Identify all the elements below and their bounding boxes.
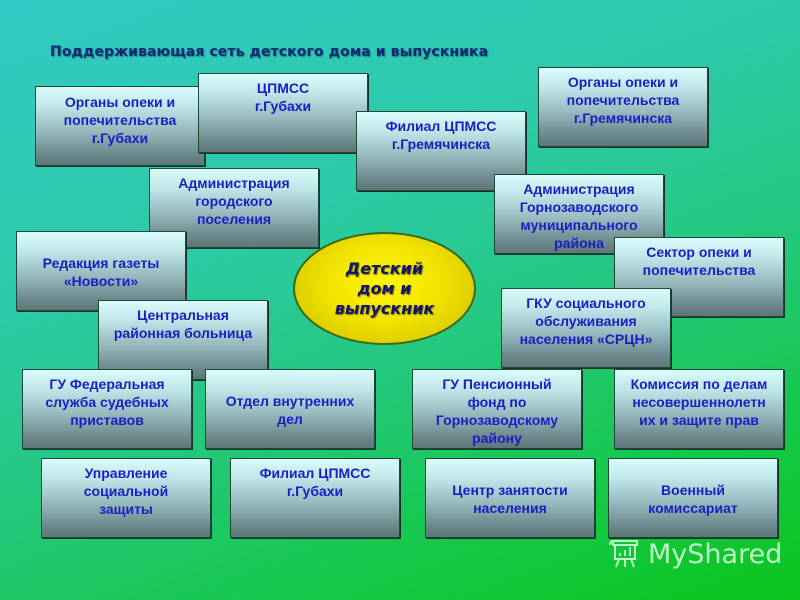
box-line: района [554, 235, 604, 251]
box-line: ЦПМСС [256, 80, 310, 96]
box-line: Военный [661, 482, 725, 498]
presentation-chart-icon [609, 540, 638, 568]
box-line: ГУ Федеральная [49, 376, 165, 392]
box-line: социальной [83, 483, 169, 499]
box-line: муниципального [520, 217, 638, 233]
box-line: комиссариат [648, 500, 738, 516]
box-line: г.Гремячинска [573, 110, 673, 126]
box-opeka-gubakha: Органы опеки и попечительства г.Губахи [35, 86, 205, 166]
box-czn: Центр занятости населения [425, 458, 595, 538]
box-bolnica: Центральная районная больница [98, 300, 268, 380]
box-line: Администрация [523, 181, 635, 197]
box-opeka-gremyachinsk: Органы опеки и попечительства г.Гремячин… [538, 67, 708, 147]
box-komissiya: Комиссия по делам несовершеннолетн их и … [614, 369, 784, 449]
box-line: защиты [99, 501, 153, 517]
box-line: Центр занятости [452, 482, 568, 498]
box-filial-cpmss-gremyachinsk: Филиал ЦПМСС г.Гремячинска [356, 111, 526, 191]
box-line: попечительства [566, 92, 680, 108]
box-line: Администрация [178, 175, 290, 191]
box-line: Горнозаводского [519, 199, 639, 215]
box-line: Сектор опеки и [646, 244, 752, 260]
box-pensionny: ГУ Пенсионный фонд по Горнозаводскому ра… [412, 369, 582, 449]
box-pristavy: ГУ Федеральная служба судебных приставов [22, 369, 192, 449]
watermark-text: MyShared [648, 538, 783, 570]
center-ellipse-childrens-home: Детский дом и выпускник [293, 232, 476, 345]
box-cpmss-gubakha: ЦПМСС г.Губахи [198, 73, 368, 153]
box-line: Центральная [137, 307, 229, 323]
box-line: ГКУ социального [526, 295, 646, 311]
box-line: поселения [196, 211, 272, 227]
box-line: Филиал ЦПМСС [385, 118, 497, 134]
box-line: городского [195, 193, 273, 209]
box-line: Комиссия по делам [630, 376, 768, 392]
box-line: г.Губахи [286, 483, 344, 499]
box-line: Отдел внутренних [225, 393, 355, 409]
box-line: г.Гремячинска [391, 136, 491, 152]
center-line: Детский [345, 258, 424, 278]
box-line: г.Губахи [91, 130, 149, 146]
box-line: фонд по [467, 394, 527, 410]
box-line: Редакция газеты [42, 255, 160, 271]
center-line: дом и [357, 278, 412, 298]
box-line: приставов [70, 412, 144, 428]
box-line: районная больница [113, 325, 253, 341]
box-line: попечительства [63, 112, 177, 128]
box-line: ГУ Пенсионный [442, 376, 552, 392]
box-voenkomat: Военный комиссариат [608, 458, 778, 538]
watermark: MyShared [608, 537, 782, 571]
box-admin-gornozavodskogo: Администрация Горнозаводского муниципаль… [494, 174, 664, 254]
box-line: «Новости» [63, 273, 139, 289]
box-ovd: Отдел внутренних дел [205, 369, 375, 449]
box-line: району [472, 430, 522, 446]
box-line: населения «СРЦН» [519, 331, 653, 347]
box-redakciya: Редакция газеты «Новости» [16, 231, 186, 311]
box-line: Органы опеки и [567, 74, 679, 90]
box-gku-srcn: ГКУ социального обслуживания населения «… [501, 288, 671, 368]
box-line: Органы опеки и [64, 94, 176, 110]
box-line: Управление [84, 465, 168, 481]
box-line: несовершеннолетн [632, 394, 766, 410]
box-line: г.Губахи [254, 98, 312, 114]
box-line: служба судебных [45, 394, 169, 410]
box-line: Филиал ЦПМСС [259, 465, 371, 481]
center-line: выпускник [334, 298, 435, 318]
box-uszn: Управление социальной защиты [41, 458, 211, 538]
box-line: дел [277, 411, 303, 427]
page-title: Поддерживающая сеть детского дома и выпу… [50, 44, 489, 60]
box-line: населения [473, 500, 547, 516]
box-line: их и защите прав [639, 412, 759, 428]
box-line: Горнозаводскому [435, 412, 559, 428]
box-line: обслуживания [535, 313, 637, 329]
box-filial-cpmss-gubakha: Филиал ЦПМСС г.Губахи [230, 458, 400, 538]
box-line: попечительства [642, 262, 756, 278]
